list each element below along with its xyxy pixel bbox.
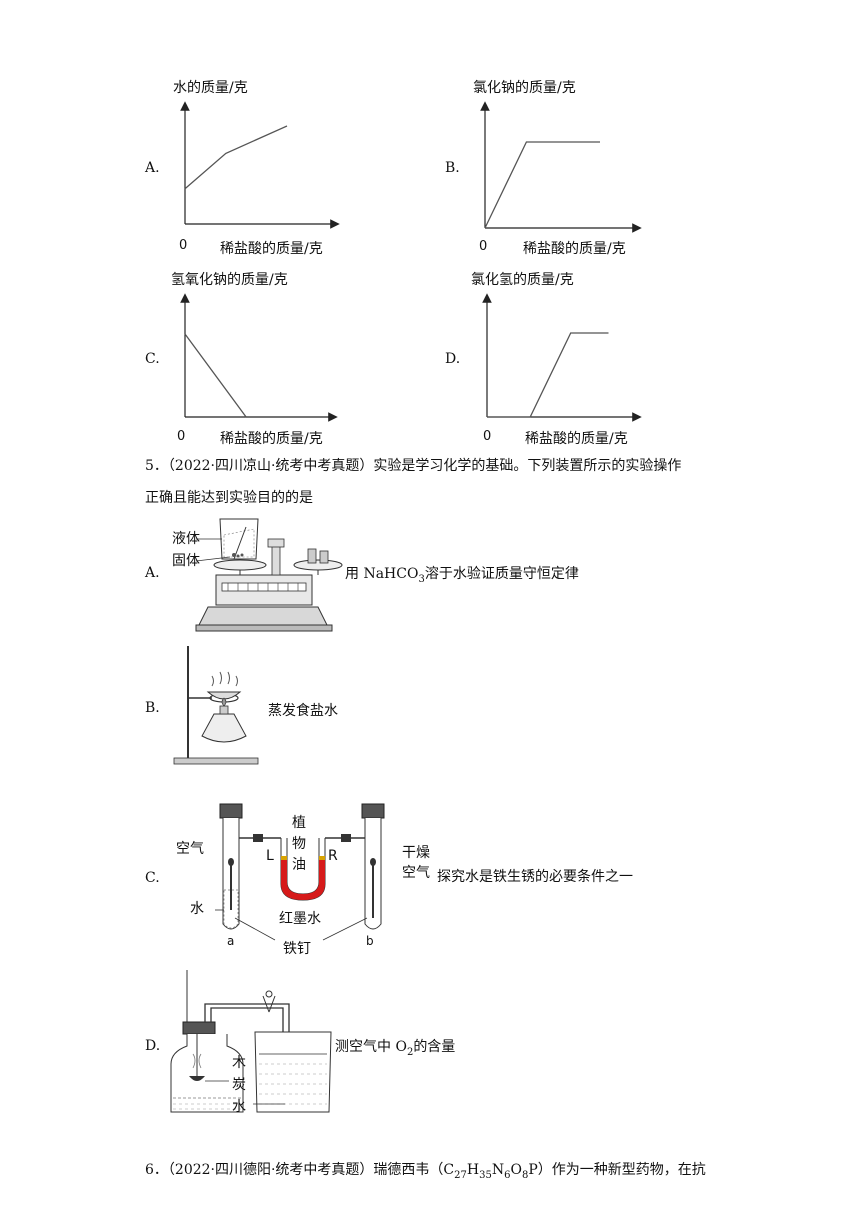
option-b-label: B. bbox=[445, 160, 460, 176]
chart-b-origin: 0 bbox=[479, 239, 487, 254]
option-a-label: A. bbox=[145, 160, 160, 176]
oxygen-measurement-illustration bbox=[170, 970, 332, 1113]
gas-bottle bbox=[170, 1034, 244, 1113]
q5-option-d-caption: 测空气中 O2的含量 bbox=[335, 1039, 456, 1058]
solid-label: 固体 bbox=[172, 553, 200, 569]
evaporation-illustration bbox=[173, 646, 259, 765]
chart-b-ylabel: 氯化钠的质量/克 bbox=[473, 80, 576, 96]
balance-scale-bar bbox=[221, 582, 307, 592]
l-label: L bbox=[266, 848, 274, 864]
stand-base bbox=[173, 757, 259, 765]
q5-option-d-label: D. bbox=[145, 1038, 161, 1054]
chart-b-xlabel: 稀盐酸的质量/克 bbox=[523, 241, 626, 257]
red-ink bbox=[281, 860, 325, 900]
left-pan bbox=[213, 559, 267, 571]
oil-label-1: 植 bbox=[292, 815, 306, 831]
chart-b-line bbox=[484, 141, 600, 229]
air-label: 空气 bbox=[176, 841, 204, 857]
q5-option-c-label: C. bbox=[145, 870, 160, 886]
bottle-stopper bbox=[182, 1021, 216, 1035]
tube-a-stopper bbox=[219, 803, 243, 819]
tube-b-label: b bbox=[366, 934, 374, 948]
chart-c-xlabel: 稀盐酸的质量/克 bbox=[220, 431, 323, 447]
chart-c-ylabel: 氢氧化钠的质量/克 bbox=[171, 272, 288, 288]
chart-b: 氯化钠的质量/克 0 稀盐酸的质量/克 bbox=[473, 80, 642, 257]
q5-line1: 5．（2022·四川凉山·统考中考真题）实验是学习化学的基础。下列装置所示的实验… bbox=[145, 458, 682, 474]
oil-label-3: 油 bbox=[292, 857, 306, 873]
chart-c-origin: 0 bbox=[177, 429, 185, 444]
tube-a-label: a bbox=[227, 934, 235, 948]
chart-a: 水的质量/克 0 稀盐酸的质量/克 bbox=[173, 80, 340, 257]
chart-d-line bbox=[487, 332, 609, 418]
water-label: 水 bbox=[190, 901, 204, 917]
option-d-label: D. bbox=[445, 351, 461, 367]
red-ink-label: 红墨水 bbox=[279, 911, 321, 927]
iron-nail-label: 铁钉 bbox=[283, 941, 311, 957]
chart-a-ylabel: 水的质量/克 bbox=[173, 80, 248, 96]
oil-label-2: 物 bbox=[292, 836, 306, 852]
q5-option-b-caption: 蒸发食盐水 bbox=[268, 703, 338, 719]
charcoal-label-1: 木 bbox=[232, 1055, 246, 1071]
evaporating-dish bbox=[206, 691, 242, 700]
chart-d-xlabel: 稀盐酸的质量/克 bbox=[525, 431, 628, 447]
chart-d: 氯化氢的质量/克 0 稀盐酸的质量/克 bbox=[471, 272, 642, 447]
chart-d-ylabel: 氯化氢的质量/克 bbox=[471, 272, 574, 288]
water-label-d: 水 bbox=[232, 1099, 246, 1115]
beaker-a bbox=[219, 518, 259, 560]
q5-line2: 正确且能达到实验目的的是 bbox=[145, 490, 313, 506]
chart-a-origin: 0 bbox=[179, 238, 187, 253]
alcohol-lamp bbox=[201, 713, 247, 743]
q5-option-a-caption: 用 NaHCO3溶于水验证质量守恒定律 bbox=[345, 566, 579, 585]
charcoal-spoon bbox=[189, 1076, 205, 1081]
chart-d-origin: 0 bbox=[483, 429, 491, 444]
dry-air-label-2: 空气 bbox=[402, 865, 430, 881]
q6-text: 6．（2022·四川德阳·统考中考真题）瑞德西韦（C27H35N6O8P）作为一… bbox=[145, 1162, 706, 1181]
chart-a-xlabel: 稀盐酸的质量/克 bbox=[220, 241, 323, 257]
q5-option-b-label: B. bbox=[145, 700, 160, 716]
r-label: R bbox=[328, 848, 338, 864]
chart-c-line bbox=[184, 333, 247, 418]
balance-base bbox=[197, 606, 329, 628]
dry-air-label-1: 干燥 bbox=[402, 845, 430, 861]
charcoal-label-2: 炭 bbox=[232, 1077, 246, 1093]
rust-experiment-illustration bbox=[215, 803, 385, 941]
balance-foot bbox=[195, 624, 333, 632]
liquid-label: 液体 bbox=[172, 531, 200, 547]
q5-option-a-label: A. bbox=[145, 565, 160, 581]
beaker-d bbox=[254, 1031, 332, 1113]
right-pan bbox=[293, 559, 343, 571]
option-c-label: C. bbox=[145, 351, 160, 367]
chart-a-line bbox=[184, 125, 288, 190]
tube-b-stopper bbox=[361, 803, 385, 819]
balance-illustration bbox=[195, 518, 343, 632]
chart-c: 氢氧化钠的质量/克 0 稀盐酸的质量/克 bbox=[171, 272, 338, 447]
q5-option-c-caption: 探究水是铁生锈的必要条件之一 bbox=[437, 869, 633, 885]
